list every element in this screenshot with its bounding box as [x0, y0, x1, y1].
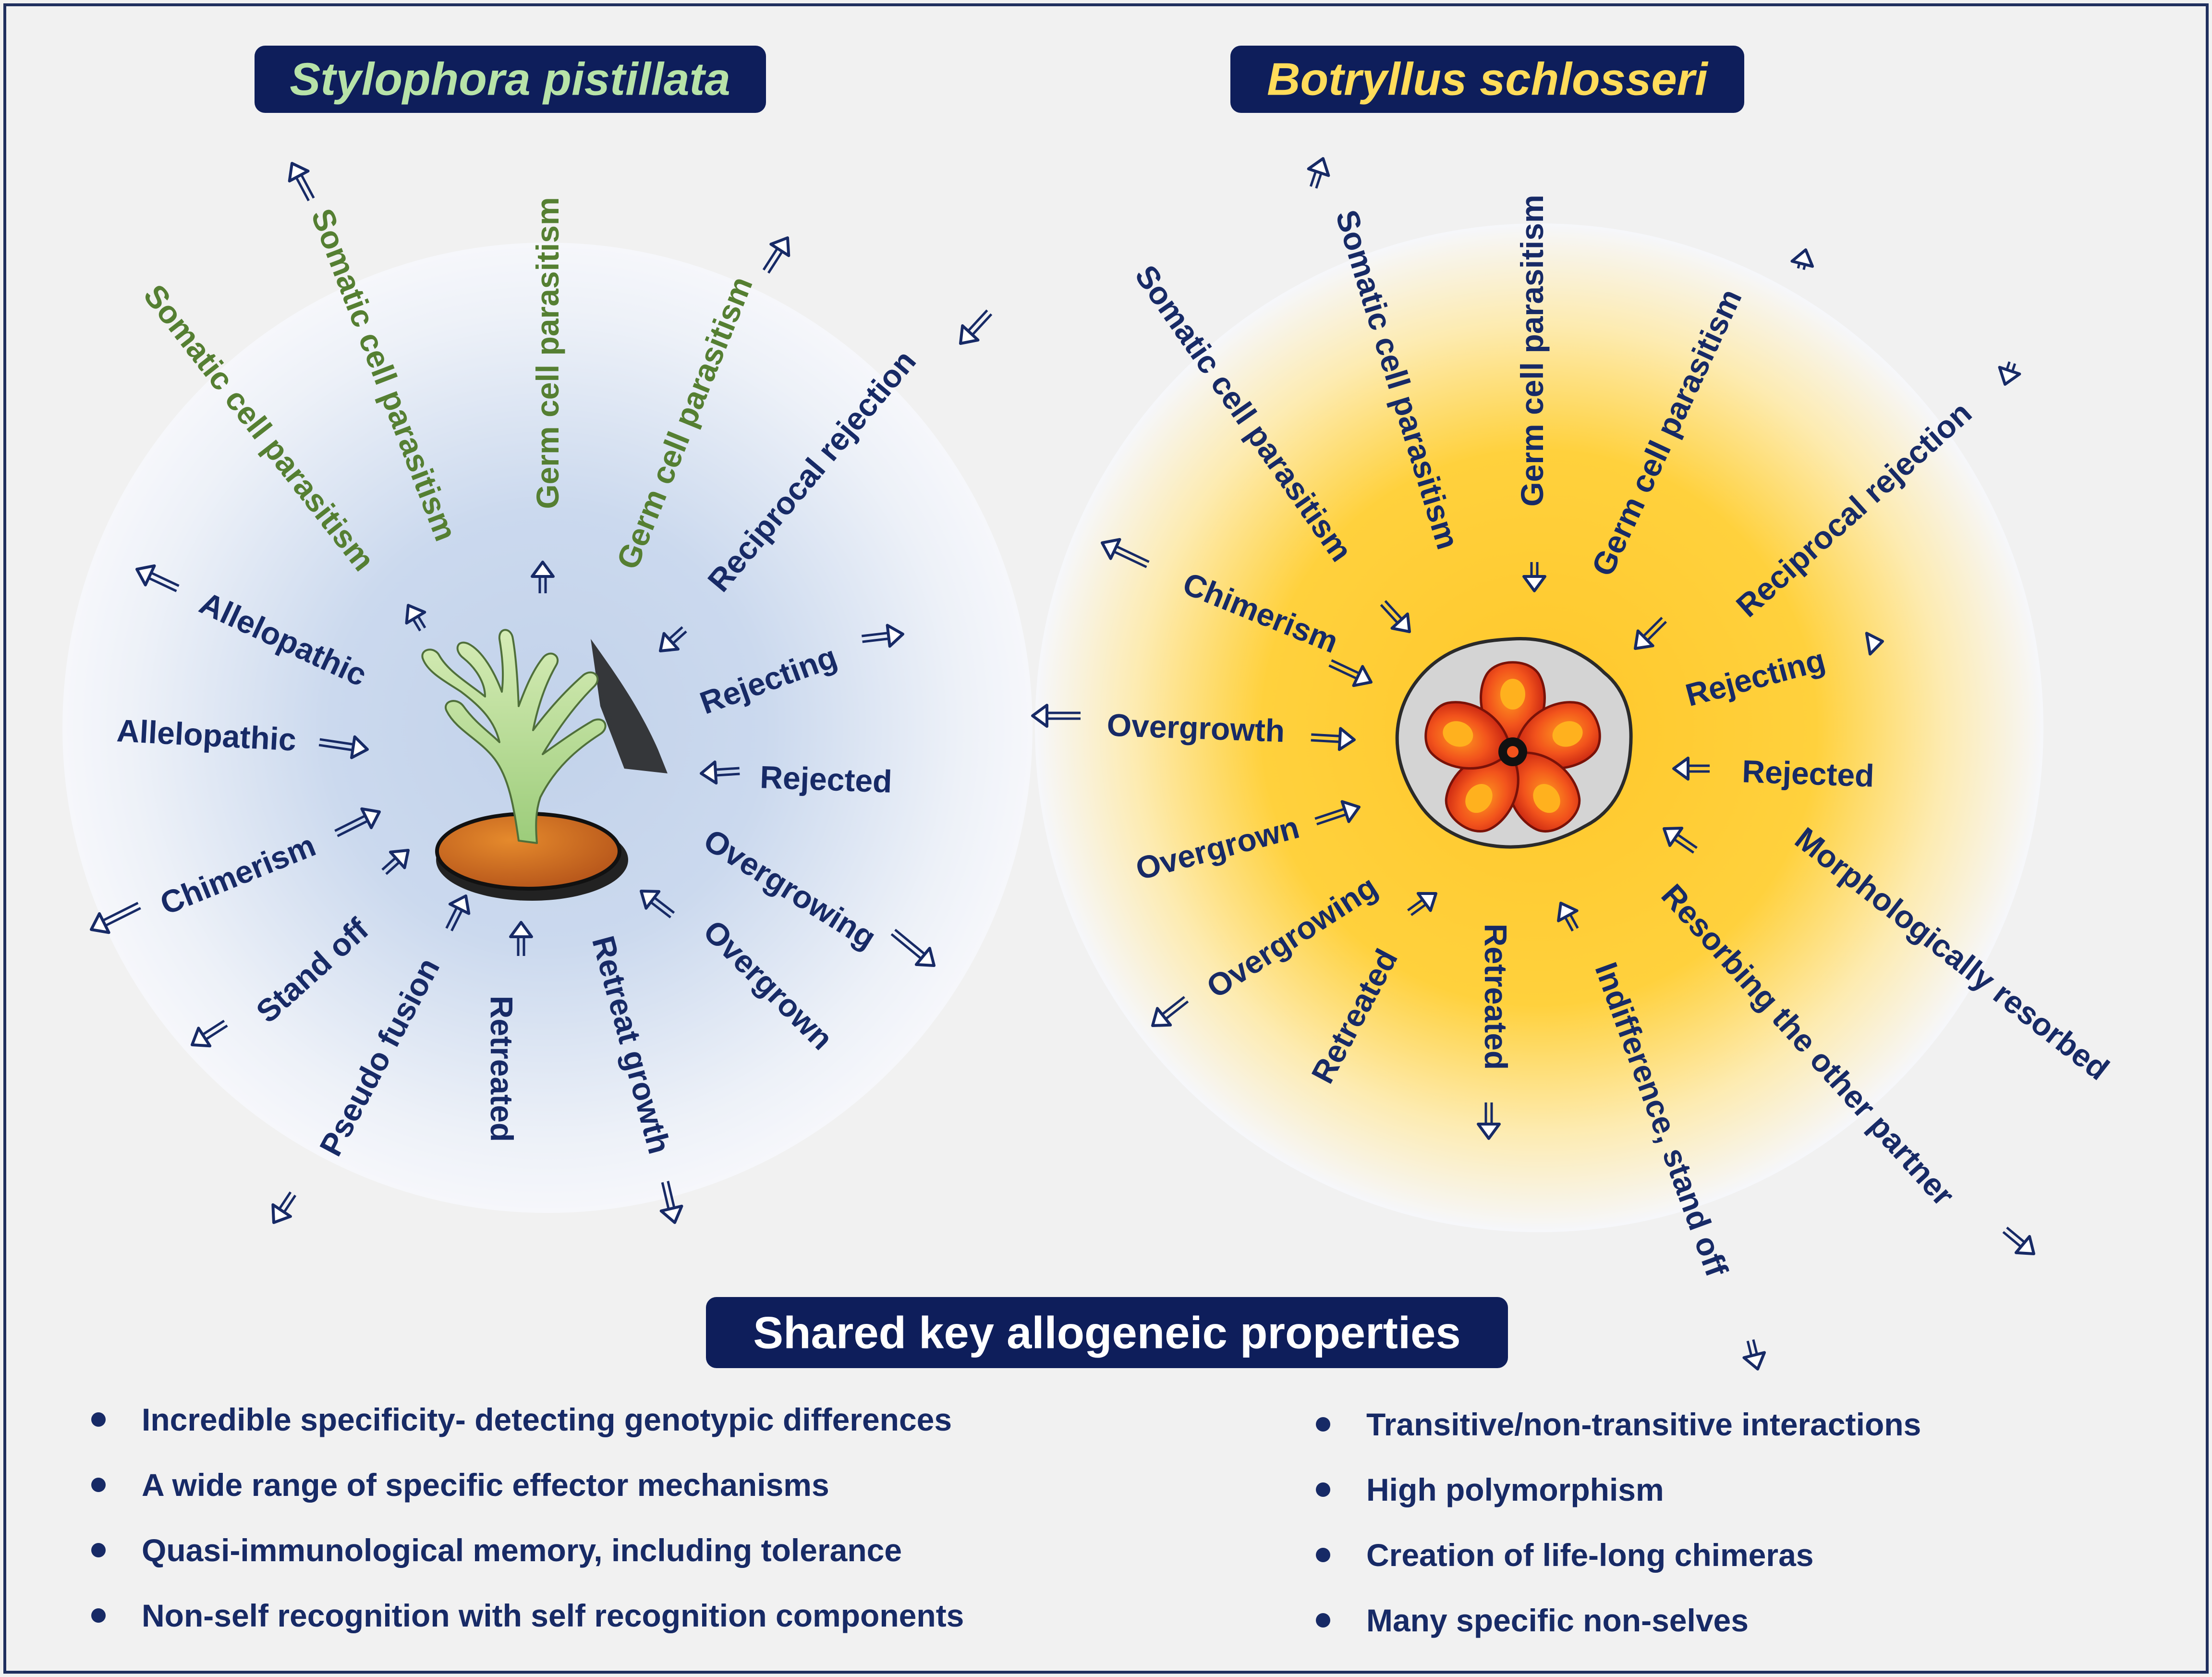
bullet-icon	[91, 1412, 106, 1427]
shared-title: Shared key allogeneic properties	[753, 1308, 1460, 1358]
left-arrow-germ-vertical	[531, 561, 555, 593]
right-label-overgrowth: Overgrowth	[1106, 707, 1286, 749]
right-arrow-somatic-outer	[1307, 157, 1330, 189]
shared-banner: Shared key allogeneic properties	[706, 1297, 1508, 1368]
left-title-banner: Stylophora pistillata	[255, 46, 766, 113]
shared-properties-list: Incredible specificity- detecting genoty…	[91, 1402, 1921, 1638]
bullet-icon	[1316, 1613, 1330, 1628]
left-arrow-germ-diagonal	[762, 236, 790, 274]
right-arrow-resorbing-out	[2002, 1226, 2035, 1255]
zooid-icon	[1424, 701, 1512, 770]
left-arrow-allelopathic-upper	[135, 564, 180, 592]
bullet-icon	[91, 1543, 106, 1557]
left-arrow-stand-off-out	[191, 1019, 228, 1048]
right-title: Botryllus schlosseri	[1267, 54, 1709, 105]
right-arrow-rejected	[1672, 757, 1710, 781]
zooid-icon	[1506, 751, 1581, 833]
shared-right-text: Transitive/non-transitive interactions	[1366, 1407, 1921, 1442]
right-arrow-morph-in	[1663, 826, 1698, 854]
shared-left-item: Non-self recognition with self recogniti…	[91, 1598, 964, 1633]
left-label-rejected: Rejected	[759, 759, 893, 799]
left-arrow-rejecting	[862, 624, 904, 648]
left-arrow-rejected	[700, 760, 740, 785]
left-arrow-retreat-growth	[659, 1181, 683, 1224]
coral-icon	[421, 629, 668, 901]
right-arrow-germ-vertical	[1522, 562, 1546, 592]
right-title-banner: Botryllus schlosseri	[1230, 46, 1744, 113]
bullet-icon	[91, 1608, 106, 1623]
shared-right-text: Creation of life-long chimeras	[1366, 1537, 1813, 1573]
shared-left-text: A wide range of specific effector mechan…	[142, 1467, 829, 1503]
bullet-icon	[1316, 1548, 1330, 1562]
left-arrow-somatic-outer	[405, 604, 426, 632]
shared-right-text: Many specific non-selves	[1366, 1603, 1749, 1638]
right-arrow-overgrown	[1314, 800, 1361, 826]
right-label-rejected: Rejected	[1741, 753, 1875, 794]
shared-left-item: A wide range of specific effector mechan…	[91, 1467, 829, 1503]
left-label-germ-vertical: Germ cell parasitism	[530, 197, 565, 509]
right-arrow-indifference-in	[1557, 902, 1579, 932]
shared-left-text: Non-self recognition with self recogniti…	[142, 1598, 964, 1633]
frame	[3, 3, 2209, 1674]
right-arrow-somatic-inner	[1380, 600, 1411, 633]
right-arrow-reciprocal-out	[1998, 361, 2021, 386]
left-label-retreated: Retreated	[484, 996, 520, 1142]
left-arrow-somatic-inner	[288, 162, 315, 202]
bullet-icon	[91, 1478, 106, 1492]
left-arrow-overgrown	[640, 890, 675, 918]
right-arrow-indifference-out	[1742, 1339, 1766, 1371]
right-arrow-chimerism-in	[1328, 659, 1373, 687]
right-arrow-retreated-diag	[1407, 892, 1437, 916]
shared-left-item: Incredible specificity- detecting genoty…	[91, 1402, 952, 1437]
right-label-retreated-vert: Retreated	[1478, 924, 1514, 1070]
left-arrow-chimerism-out	[90, 902, 141, 934]
left-title: Stylophora pistillata	[290, 54, 730, 105]
shared-right-item: Creation of life-long chimeras	[1316, 1537, 1813, 1573]
right-arrow-germ-diagonal	[1790, 248, 1814, 270]
right-arrow-chimerism-out	[1101, 538, 1150, 568]
right-arrow-retreated-vert	[1477, 1102, 1501, 1140]
shared-right-item: Many specific non-selves	[1316, 1603, 1749, 1638]
right-arrow-overgrowth-out	[1031, 704, 1081, 728]
shared-left-text: Quasi-immunological memory, including to…	[142, 1532, 902, 1568]
left-arrow-stand-off-in	[381, 849, 410, 875]
left-arrow-chimerism	[334, 807, 381, 837]
left-arrow-pseudo-out	[271, 1191, 297, 1224]
shared-right-text: High polymorphism	[1366, 1472, 1664, 1507]
shared-right-item: Transitive/non-transitive interactions	[1316, 1407, 1921, 1442]
left-arrow-retreated	[509, 921, 533, 956]
shared-left-item: Quasi-immunological memory, including to…	[91, 1532, 902, 1568]
bullet-icon	[1316, 1417, 1330, 1432]
right-arrow-reciprocal-in	[1634, 616, 1667, 650]
tunicate-colony-icon	[1395, 637, 1633, 849]
left-arrow-reciprocal-out	[959, 309, 993, 345]
shared-left-text: Incredible specificity- detecting genoty…	[142, 1402, 952, 1437]
left-arrow-pseudo-in	[445, 894, 471, 931]
right-label-germ-vertical: Germ cell parasitism	[1514, 195, 1550, 506]
left-arrow-reciprocal-in	[659, 626, 687, 652]
left-arrow-allelopathic-lower	[318, 735, 369, 759]
shared-right-item: High polymorphism	[1316, 1472, 1664, 1507]
left-arrow-overgrowing	[890, 929, 936, 967]
right-arrow-rejecting	[1865, 632, 1884, 656]
right-arrow-overgrowth-in	[1311, 727, 1356, 751]
bullet-icon	[1316, 1482, 1330, 1497]
right-arrow-overgrowing-out	[1151, 996, 1189, 1027]
arrow-group	[90, 157, 2035, 1371]
